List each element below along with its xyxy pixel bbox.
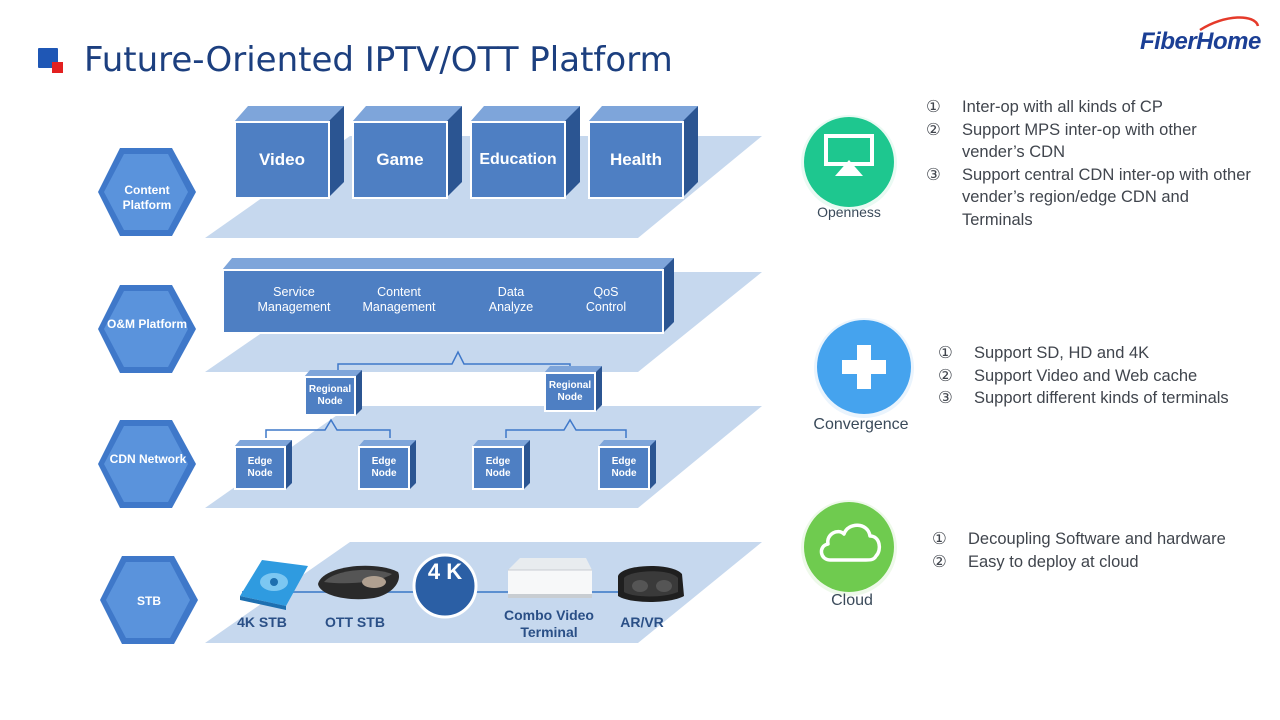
device-label-ott-stb: OTT STB (325, 614, 385, 630)
ott-stb-device-icon (318, 565, 399, 600)
combo-video-terminal-icon (508, 558, 592, 598)
fiberhome-logo: FiberHome (1130, 12, 1261, 62)
layer-label-om-platform: O&M Platform (106, 317, 187, 331)
feature-caption-convergence: Convergence (813, 416, 909, 433)
om-item-content-management: Content Management (362, 285, 436, 314)
title-bullet-icon (38, 48, 63, 73)
4k-badge-label: 4 K (427, 559, 463, 584)
om-item-service-management: Service Management (257, 285, 331, 314)
om-item-qos-control: QoS Control (585, 285, 627, 314)
hexagon-content-platform (98, 148, 196, 236)
page-title: Future-Oriented IPTV/OTT Platform (84, 40, 673, 80)
4k-badge-icon (412, 553, 478, 619)
cloud-icon (819, 523, 882, 562)
vr-headset-icon (618, 565, 684, 602)
device-label-4k-stb: 4K STB (237, 614, 287, 630)
feature-caption-cloud: Cloud (831, 592, 873, 609)
device-label-ar-vr: AR/VR (620, 614, 664, 630)
om-item-data-analyze: Data Analyze (488, 285, 534, 314)
layer-label-cdn-network: CDN Network (109, 452, 187, 466)
plus-icon (842, 345, 886, 389)
feature-caption-openness: Openness (817, 204, 881, 220)
4k-stb-device-icon (240, 560, 308, 610)
layer-label-content-platform: Content Platform (122, 183, 172, 212)
airplay-icon (824, 134, 874, 176)
layer-label-stb: STB (137, 594, 161, 608)
device-label-combo-video-terminal: Combo Video Terminal (504, 607, 594, 640)
